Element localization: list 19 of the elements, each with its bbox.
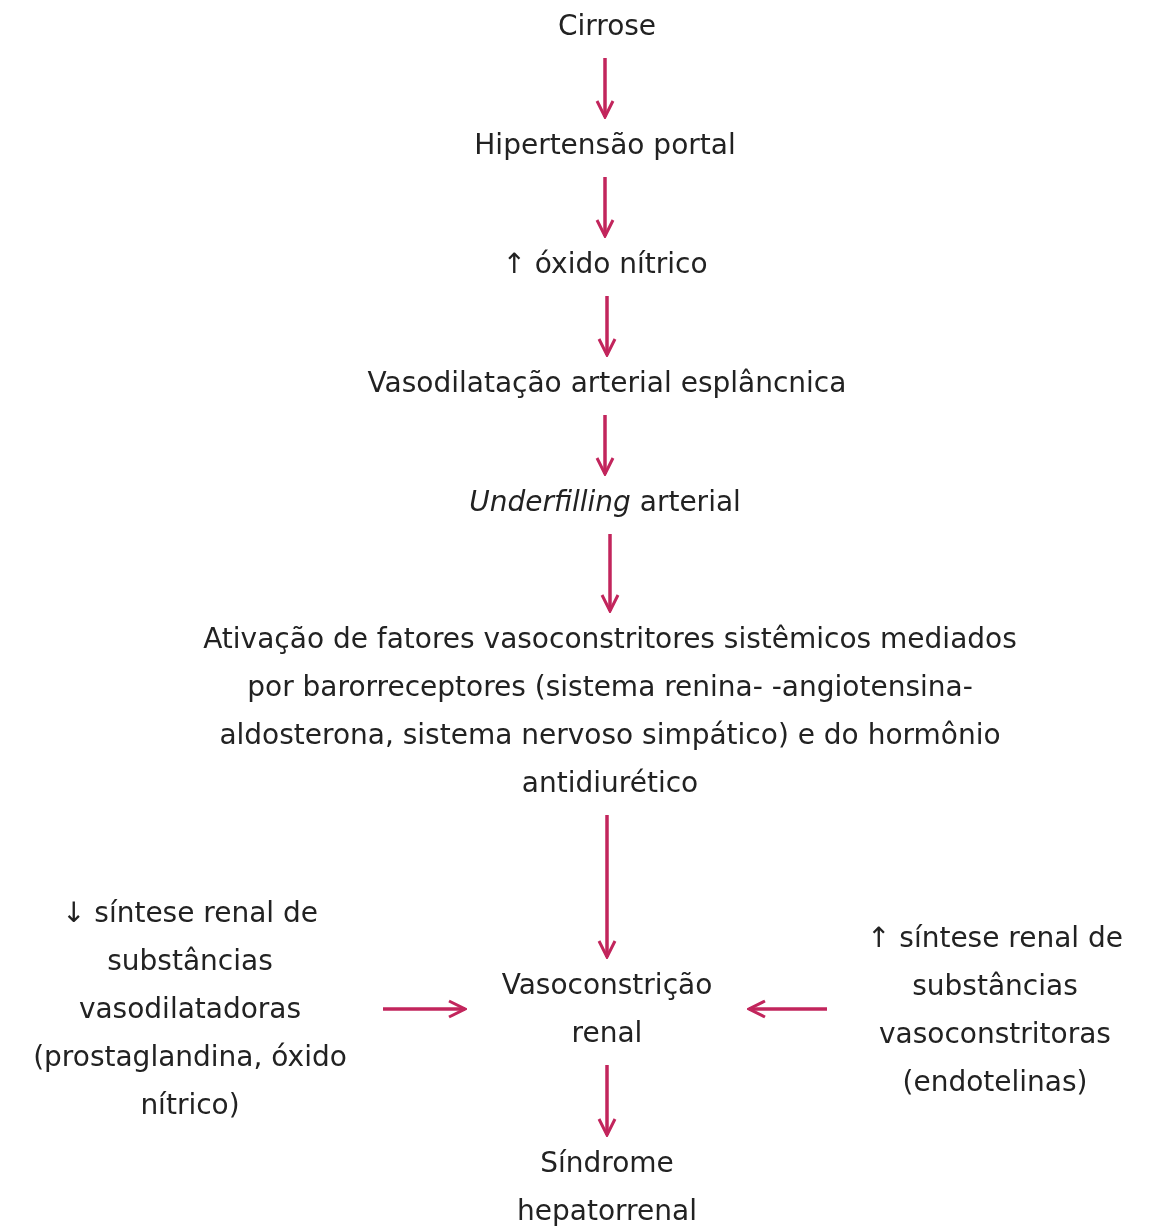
flow-step-text: Underfilling arterial <box>395 478 815 526</box>
arrow <box>597 1065 617 1137</box>
arrow <box>383 999 467 1019</box>
flow-step-text: ↑ síntese renal de substâncias vasoconstritoras (endotelinas) <box>835 914 1151 1106</box>
arrow <box>595 177 615 238</box>
arrow <box>595 58 615 119</box>
flow-step-text: ↑ óxido nítrico <box>405 240 805 288</box>
flow-step-text: Síndrome hepatorrenal <box>457 1139 757 1230</box>
flow-step-text: ↓ síntese renal de substâncias vasodilatadoras (prostaglandina, óxido nítrico) <box>5 889 375 1129</box>
flow-step-text: Hipertensão portal <box>395 121 815 169</box>
arrow <box>597 815 617 959</box>
arrow <box>600 534 620 613</box>
flow-step-text: Ativação de fatores vasoconstritores sistêmicos mediados por barorreceptores (sistema renina- -angiotensina-aldosterona, sistema nervoso simpático) e do hormônio antidiurético <box>200 615 1020 807</box>
arrow <box>595 415 615 476</box>
arrow <box>747 999 827 1019</box>
flow-step-text: Vasodilatação arterial esplâncnica <box>247 359 967 407</box>
flow-step-text: Vasoconstrição renal <box>467 961 747 1057</box>
arrow <box>597 296 617 357</box>
flow-step-text: Cirrose <box>457 2 757 50</box>
